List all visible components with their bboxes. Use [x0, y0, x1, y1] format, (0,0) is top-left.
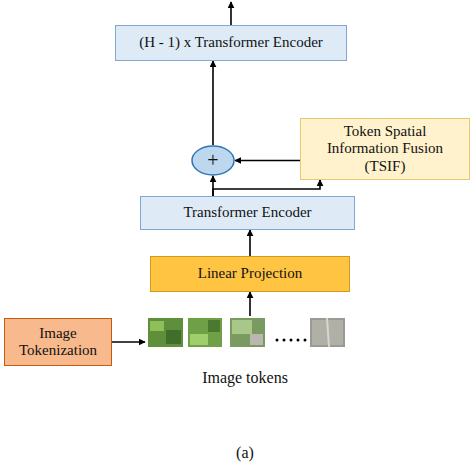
circle-shape — [192, 146, 234, 175]
projection-box: Linear Projection — [150, 256, 350, 292]
text-label: Image tokens — [145, 369, 345, 387]
output-arrow — [230, 2, 232, 25]
flow-arrow — [213, 180, 320, 196]
tokenization-box: Image Tokenization — [4, 318, 112, 366]
encoder-stack-box: (H - 1) x Transformer Encoder — [115, 25, 347, 61]
flow-arrow — [212, 61, 214, 145]
node-text: (H - 1) x Transformer Encoder — [139, 34, 323, 51]
node-text: + — [207, 149, 218, 172]
projection-arrow — [249, 292, 251, 316]
node-text: Image Tokenization — [11, 325, 105, 360]
flow-arrow — [212, 176, 214, 196]
node-text: Linear Projection — [198, 265, 303, 282]
figure-caption: (a) — [145, 444, 345, 462]
tsif-box: Token Spatial Information Fusion (TSIF) — [300, 118, 470, 180]
node-text: Token Spatial Information Fusion (TSIF) — [307, 123, 463, 175]
flow-arrow — [249, 230, 251, 256]
token-arrow — [112, 341, 145, 343]
image-token-tiles — [148, 318, 345, 347]
sum-circle: + — [191, 145, 235, 176]
encoder-box: Transformer Encoder — [140, 196, 355, 230]
flow-arrow — [235, 160, 300, 162]
node-text: Transformer Encoder — [183, 204, 311, 221]
